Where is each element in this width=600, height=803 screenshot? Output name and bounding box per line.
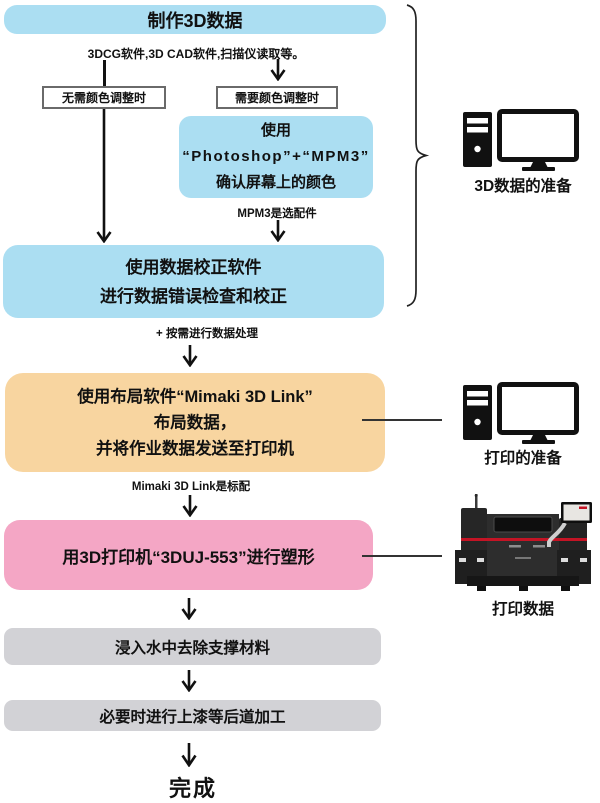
data-check-line2: 进行数据错误检查和校正: [100, 286, 287, 306]
desktop-computer-icon: [463, 382, 579, 444]
arrow-down-icon: [181, 743, 197, 767]
branch-no-color-adjust-label: 无需颜色调整时: [61, 91, 146, 105]
support-removal-label: 浸入水中去除支撑材料: [114, 639, 270, 657]
desktop-computer-icon: [463, 109, 579, 171]
process-note: + 按需进行数据处理: [156, 328, 258, 340]
mimaki-3d-link-note: Mimaki 3D Link是标配: [131, 481, 251, 493]
print-box-label: 用3D打印机“3DUJ-553”进行塑形: [62, 547, 315, 567]
print-3duj553-box: 用3D打印机“3DUJ-553”进行塑形: [4, 520, 373, 590]
group-3d-data-prep-label: 3D数据的准备: [474, 178, 572, 195]
support-removal-box: 浸入水中去除支撑材料: [4, 628, 381, 665]
software-caption: 3DCG软件,3D CAD软件,扫描仪读取等。: [87, 47, 305, 61]
branch-no-color-adjust-box: 无需颜色调整时: [42, 86, 166, 109]
arrow-down-long-icon: [96, 109, 112, 243]
step-create-3d-data-box: 制作3D数据: [4, 5, 386, 34]
data-check-box: 使用数据校正软件 进行数据错误检查和校正: [3, 245, 384, 318]
arrow-down-icon: [270, 59, 286, 81]
layout-box-line2: 布局数据，: [153, 413, 237, 432]
grouping-brace: [406, 4, 430, 307]
photoshop-box-line1: 使用: [260, 122, 291, 139]
arrow-down-icon: [181, 670, 197, 692]
arrow-down-icon: [181, 598, 197, 620]
layout-box-line1: 使用布局软件“Mimaki 3D Link”: [77, 387, 313, 406]
group-print-data-label: 打印数据: [491, 601, 554, 618]
postprocess-box: 必要时进行上漆等后道加工: [4, 700, 381, 731]
layout-box-line3: 并将作业数据发送至打印机: [96, 439, 294, 458]
arrow-down-icon: [270, 220, 286, 242]
arrow-down-icon: [182, 345, 198, 367]
done-label: 完成: [168, 776, 217, 801]
photoshop-mpm3-box: 使用 “Photoshop”+“MPM3” 确认屏幕上的颜色: [179, 116, 373, 198]
connector-line-left: [103, 60, 106, 86]
data-check-line1: 使用数据校正软件: [125, 257, 262, 277]
step-create-3d-data-label: 制作3D数据: [147, 10, 243, 31]
connector-line-to-print-prep: [362, 419, 442, 421]
group-print-prep-label: 打印的准备: [484, 450, 562, 467]
connector-line-to-printer: [362, 555, 442, 557]
layout-software-box: 使用布局软件“Mimaki 3D Link” 布局数据， 并将作业数据发送至打印…: [5, 373, 385, 472]
photoshop-box-line2: “Photoshop”+“MPM3”: [182, 148, 370, 165]
branch-color-adjust-label: 需要颜色调整时: [234, 91, 319, 105]
postprocess-label: 必要时进行上漆等后道加工: [99, 708, 286, 726]
arrow-down-icon: [182, 495, 198, 517]
mpm3-note: MPM3是选配件: [237, 208, 317, 220]
branch-color-adjust-box: 需要颜色调整时: [216, 86, 338, 109]
photoshop-box-line3: 确认屏幕上的颜色: [215, 174, 336, 191]
3d-printer-image: [455, 494, 592, 591]
